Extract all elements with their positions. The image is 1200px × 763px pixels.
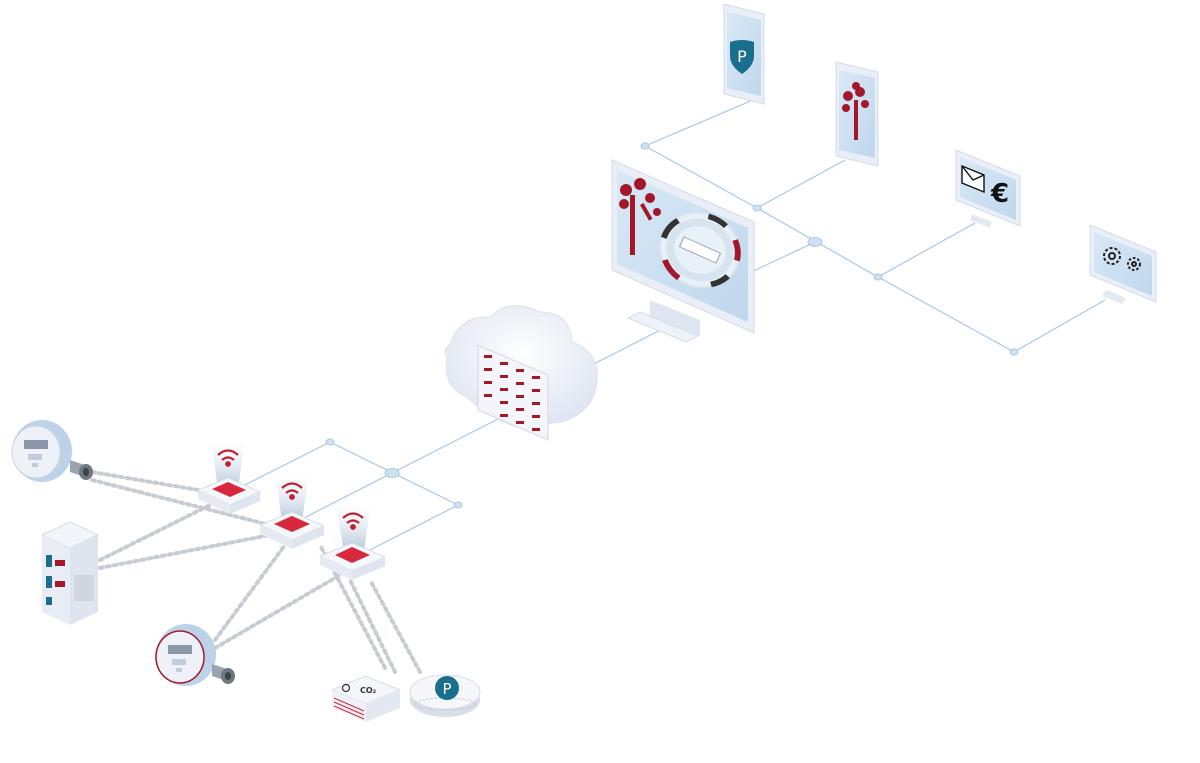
server-rack-stack — [477, 344, 549, 441]
wifi-icon — [217, 449, 239, 467]
euro-icon: € — [990, 179, 1009, 209]
tree-logo-icon — [619, 178, 661, 255]
gateway-1 — [196, 445, 262, 514]
cloud-server-icon — [444, 305, 598, 441]
envelope-icon — [961, 164, 985, 194]
parking-sensor-icon: P — [409, 674, 481, 717]
parking-glyph: P — [737, 47, 747, 66]
gears-icon — [1103, 247, 1141, 271]
smartphone-parking-app: P — [723, 3, 765, 105]
monitor-dashboard — [611, 159, 755, 343]
wifi-icon — [342, 512, 364, 530]
monitor-settings — [1089, 224, 1157, 304]
parking-sensor-glyph: P — [442, 680, 451, 698]
server-cabinet-icon — [40, 521, 100, 625]
tree-logo-icon — [842, 82, 869, 140]
utility-meter-icon — [11, 420, 93, 482]
parking-shield-icon: P — [730, 40, 754, 74]
monitor-billing: € — [955, 149, 1021, 228]
co2-label: CO₂ — [360, 686, 377, 695]
gateway-2 — [258, 478, 326, 549]
utility-meter-icon — [155, 624, 235, 686]
smartphone-company-app — [835, 61, 879, 167]
gauge-dial-icon — [659, 212, 741, 288]
gateway-3 — [318, 508, 387, 580]
wifi-icon — [281, 482, 303, 500]
network-nodes — [325, 142, 1019, 509]
network-links — [234, 96, 1106, 556]
co2-sensor-icon: CO₂ — [330, 675, 402, 722]
